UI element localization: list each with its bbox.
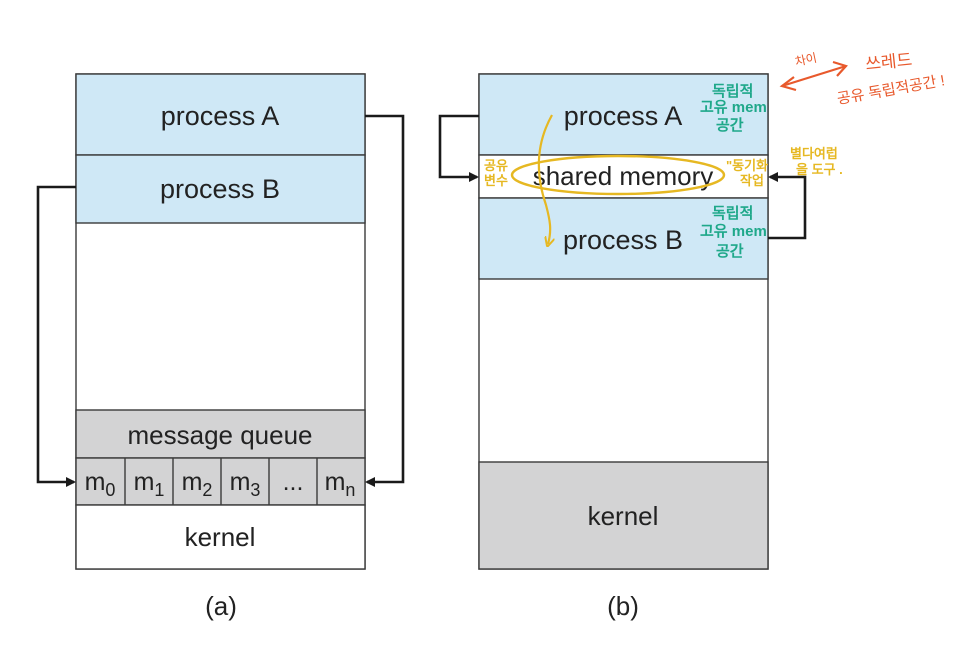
yellow-flow-arrow [537,114,552,244]
slot-m3: m3 [230,468,261,500]
orange-double-arrow [781,64,847,88]
process-b-block [75,154,366,224]
note-proc-b: 독립적 고유 mem 공간 [700,204,771,260]
message-queue-block [75,409,366,459]
kernel-label-b: kernel [588,501,659,531]
shared-memory-label: shared memory [533,161,714,191]
note-right: 별다여럽 을 도구 . [790,146,843,177]
process-a-label-b: process A [564,101,683,131]
process-b-label-b: process B [563,225,683,255]
slot-m1: m1 [134,468,165,500]
note-shared-independent: 공유 독립적공간 ! [836,72,946,108]
kernel-block-a [75,504,366,570]
process-a-label: process A [161,101,280,131]
arrow-process-a-to-shared [438,114,479,182]
note-shared-variable: 공유 변수 [484,158,512,188]
diagram-a: process A process B message queue m0 m1 … [36,73,405,621]
caption-a: (a) [205,591,237,621]
note-thread: 쓰레드 [864,50,913,74]
process-b-label: process B [160,174,280,204]
process-a-block [75,73,366,156]
process-a-block-b [478,73,769,156]
kernel-label-a: kernel [185,522,256,552]
slot-ellipsis: ... [283,468,304,496]
message-queue-label: message queue [127,420,312,450]
kernel-block-b [478,461,769,570]
arrow-process-a-to-mn [365,114,405,487]
shared-memory-highlight [510,154,726,196]
arrow-process-b-to-shared [768,172,807,240]
slot-mn: mn [325,468,356,500]
slot-m0: m0 [85,468,116,500]
note-sync-work: "동기화 작업 [726,158,772,188]
slot-m2: m2 [182,468,213,500]
process-b-block-b [478,197,769,280]
arrow-process-b-to-m0 [36,185,76,487]
note-difference: 차이 [794,51,819,69]
caption-b: (b) [607,591,639,621]
note-proc-a: 독립적 고유 mem 공간 [700,82,771,134]
handwritten-annotations: 차이 쓰레드 공유 독립적공간 ! 독립적 고유 mem 공간 독립적 고유 m… [484,50,946,260]
